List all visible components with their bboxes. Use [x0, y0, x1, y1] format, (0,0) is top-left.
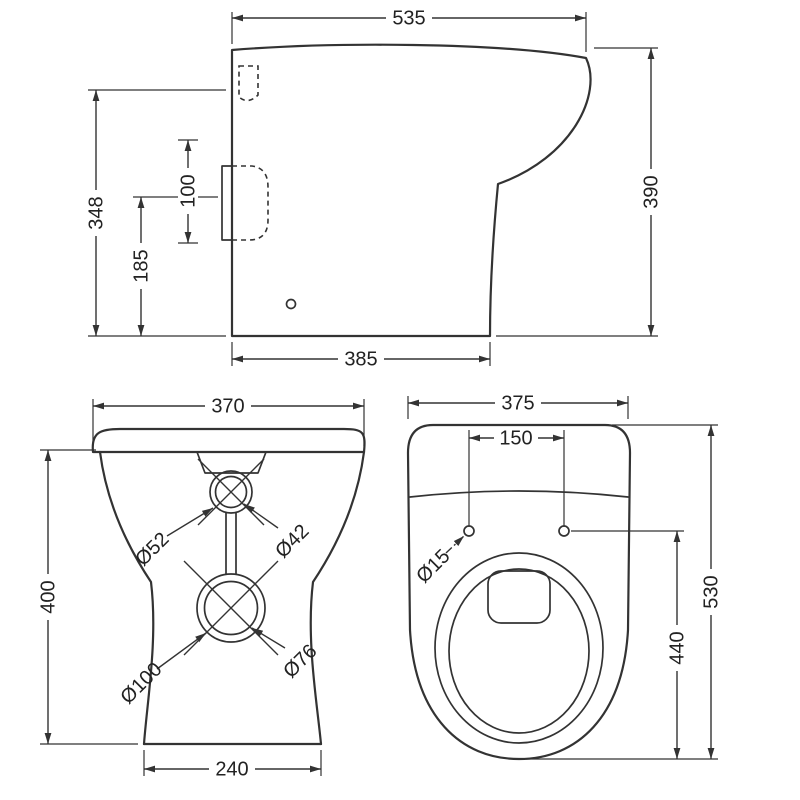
seat-plan-outline — [406, 423, 632, 761]
dim-side-base-depth: 385 — [231, 342, 491, 371]
outlet-inner-circle — [203, 580, 259, 636]
dim-side-overall-height: 390 — [496, 47, 663, 337]
dim-label: 150 — [499, 428, 532, 450]
dim-label: 400 — [38, 580, 60, 613]
dim-plan-bowl-length: 440 — [526, 530, 718, 760]
outlet-outer-circle — [196, 573, 266, 643]
seat-hinge-line — [409, 490, 629, 498]
dim-front-seat-width: 370 — [92, 396, 365, 446]
dia-label: Ø42 — [271, 520, 313, 562]
side-view: 535 390 348 185 — [86, 8, 663, 371]
dia-label: Ø100 — [116, 658, 166, 708]
hinge-hole-left — [463, 525, 475, 537]
dim-label: 530 — [701, 575, 723, 608]
dia-label: Ø52 — [131, 528, 173, 570]
dim-plan-hinge-spacing: 150 — [468, 428, 565, 526]
dim-side-back-height: 348 — [86, 89, 226, 337]
bowl-inner-rim — [448, 568, 590, 734]
bowl-left-edge — [98, 450, 155, 746]
dia-label: Ø76 — [279, 640, 321, 682]
front-view: Ø52 Ø42 Ø100 Ø76 370 — [38, 396, 366, 781]
inlet-crosshair — [197, 458, 265, 526]
outlet-crosshair — [183, 560, 279, 656]
outlet-flange — [221, 165, 233, 241]
dim-label: 348 — [86, 196, 108, 229]
dim-label: 385 — [344, 349, 377, 371]
dim-front-base-width: 240 — [143, 750, 322, 781]
dim-plan-overall-depth: 530 — [612, 424, 723, 759]
dim-side-overall-width: 535 — [231, 8, 587, 52]
side-profile-outline — [230, 43, 592, 338]
fixing-hole — [285, 298, 297, 310]
label-inlet-outer: Ø52 — [131, 507, 214, 571]
label-hinge-hole: Ø15 — [412, 535, 465, 588]
label-inlet-inner: Ø42 — [243, 503, 314, 563]
dim-front-body-height: 400 — [38, 449, 138, 745]
inlet-outer-circle — [209, 470, 253, 514]
flush-valve-detail — [196, 451, 267, 474]
inlet-hidden-detail — [238, 65, 259, 102]
dim-label: 440 — [667, 631, 689, 664]
dim-label: 240 — [215, 759, 248, 781]
bowl-outer-rim — [434, 552, 604, 744]
dim-plan-seat-width: 375 — [407, 393, 629, 419]
outlet-hidden-detail — [232, 165, 269, 241]
hinge-hole-right — [558, 525, 570, 537]
bowl-right-edge — [309, 450, 366, 746]
dim-side-outlet-center-height: 185 — [131, 196, 218, 336]
plan-view: 375 150 Ø15 440 5 — [406, 393, 723, 761]
label-outlet-outer: Ø100 — [116, 632, 207, 709]
dim-label: 370 — [211, 396, 244, 418]
dim-label: 375 — [501, 393, 534, 415]
seat-front-outline — [91, 427, 366, 454]
dim-label: 390 — [641, 175, 663, 208]
pipe-lines — [225, 512, 237, 575]
dim-label: 100 — [178, 174, 200, 207]
inlet-inner-circle — [214, 475, 248, 509]
dim-label: 185 — [131, 249, 153, 282]
dim-label: 535 — [392, 8, 425, 30]
flush-jet-detail — [487, 570, 551, 624]
dim-side-outlet-height: 100 — [178, 139, 200, 244]
